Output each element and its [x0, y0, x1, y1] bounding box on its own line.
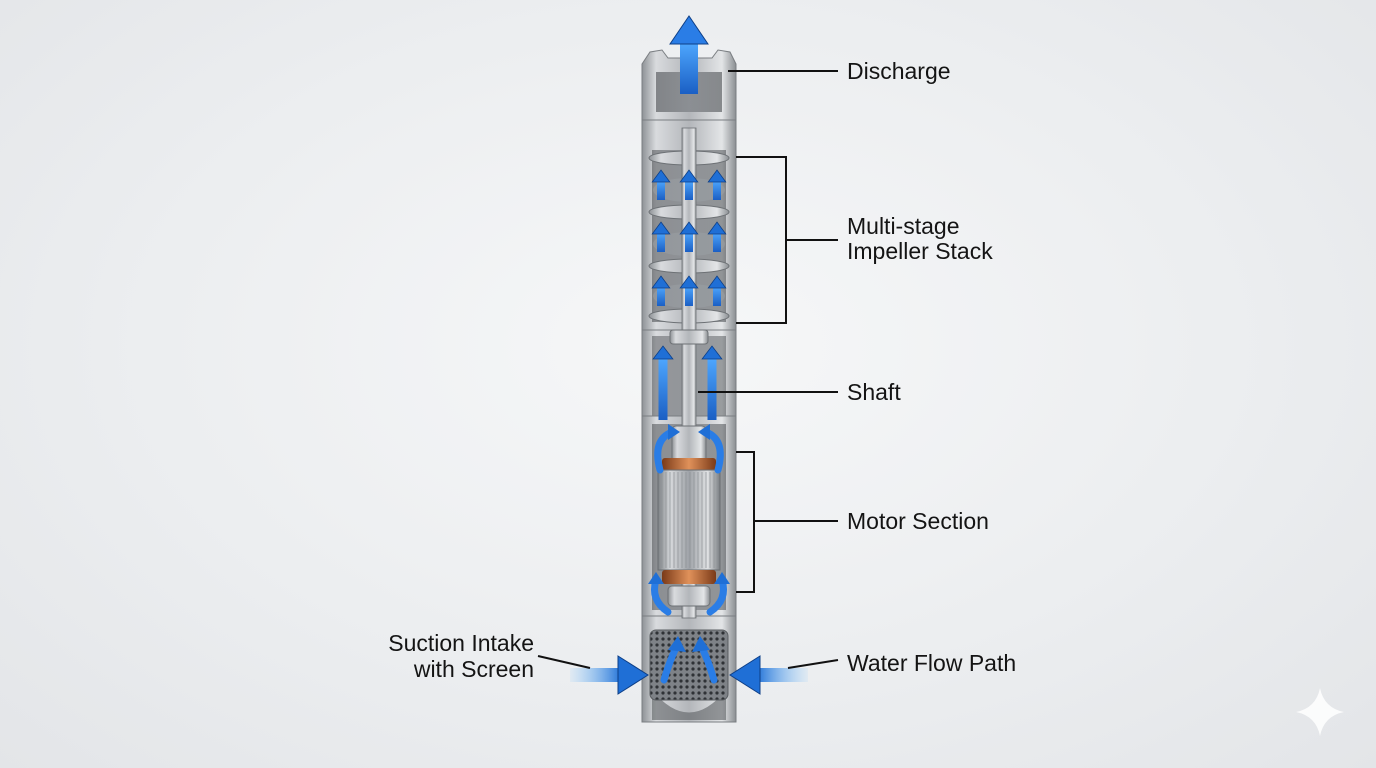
external-inflow-left	[570, 655, 649, 695]
flow-arrow-icon	[648, 572, 664, 584]
flow-arrow-icon	[651, 169, 671, 183]
callout-lines	[537, 70, 839, 669]
flow-arrow-icon	[707, 275, 727, 289]
discharge-flow-arrow	[669, 15, 709, 94]
water-flow-leader	[787, 659, 839, 669]
flow-arrow-icon	[679, 221, 699, 235]
label-discharge: Discharge	[847, 58, 951, 84]
motor-bottom-winding	[662, 570, 716, 584]
stage-flow-arrow-stem	[685, 180, 693, 200]
label-motor-section: Motor Section	[847, 508, 989, 534]
flow-arrow-icon	[707, 221, 727, 235]
flow-arrow-icon	[617, 655, 649, 695]
motor-top-winding	[662, 458, 716, 470]
flow-arrow-icon	[669, 15, 709, 45]
impeller-bracket	[736, 156, 838, 324]
flow-arrow-icon	[701, 345, 723, 360]
motor-assembly	[657, 458, 721, 607]
stator-laminations	[661, 472, 715, 568]
water-flow-arrows	[648, 169, 730, 684]
external-inflow-right	[729, 655, 808, 695]
intake-screen	[649, 629, 729, 701]
intake-bottom-cup	[652, 690, 726, 720]
stage-flow-arrow-stem	[657, 286, 665, 306]
flow-arrow-icon	[651, 221, 671, 235]
flow-arrow-icon	[652, 345, 674, 360]
stage-flow-arrow-stem	[657, 232, 665, 252]
label-shaft: Shaft	[847, 379, 901, 405]
lower-bearing	[667, 585, 711, 607]
sparkle-icon	[1296, 688, 1344, 736]
stage-flow-arrow-stem	[657, 180, 665, 200]
flow-arrow-icon	[668, 424, 680, 440]
stage-flow-arrow-stem	[713, 232, 721, 252]
flow-arrow-icon	[729, 655, 761, 695]
flow-arrow-icon	[698, 424, 710, 440]
flow-arrow-icon	[692, 636, 710, 652]
stage-flow-arrow-stem	[685, 232, 693, 252]
bearing-collar	[669, 329, 709, 345]
flow-arrow-icon	[679, 169, 699, 183]
stage-flow-arrow-stem	[713, 180, 721, 200]
label-impeller-line1: Multi-stage	[847, 213, 959, 239]
flow-arrow-icon	[707, 169, 727, 183]
label-impeller-line2: Impeller Stack	[847, 238, 993, 264]
flow-arrow-icon	[714, 572, 730, 584]
shaft-flow-arrow-right-stem	[707, 357, 717, 420]
flow-arrow-icon	[679, 275, 699, 289]
shaft-flow-arrow-left-stem	[658, 357, 668, 420]
motor-bracket	[736, 451, 838, 593]
label-water-flow-path: Water Flow Path	[847, 650, 1016, 676]
suction-leader	[537, 655, 591, 669]
flow-arrow-icon	[668, 636, 686, 652]
stage-flow-arrow-stem	[685, 286, 693, 306]
flow-arrow-icon	[651, 275, 671, 289]
label-suction-line2: with Screen	[413, 656, 534, 682]
label-suction-line1: Suction Intake	[388, 630, 534, 656]
stator-core	[657, 469, 721, 571]
stage-flow-arrow-stem	[713, 286, 721, 306]
